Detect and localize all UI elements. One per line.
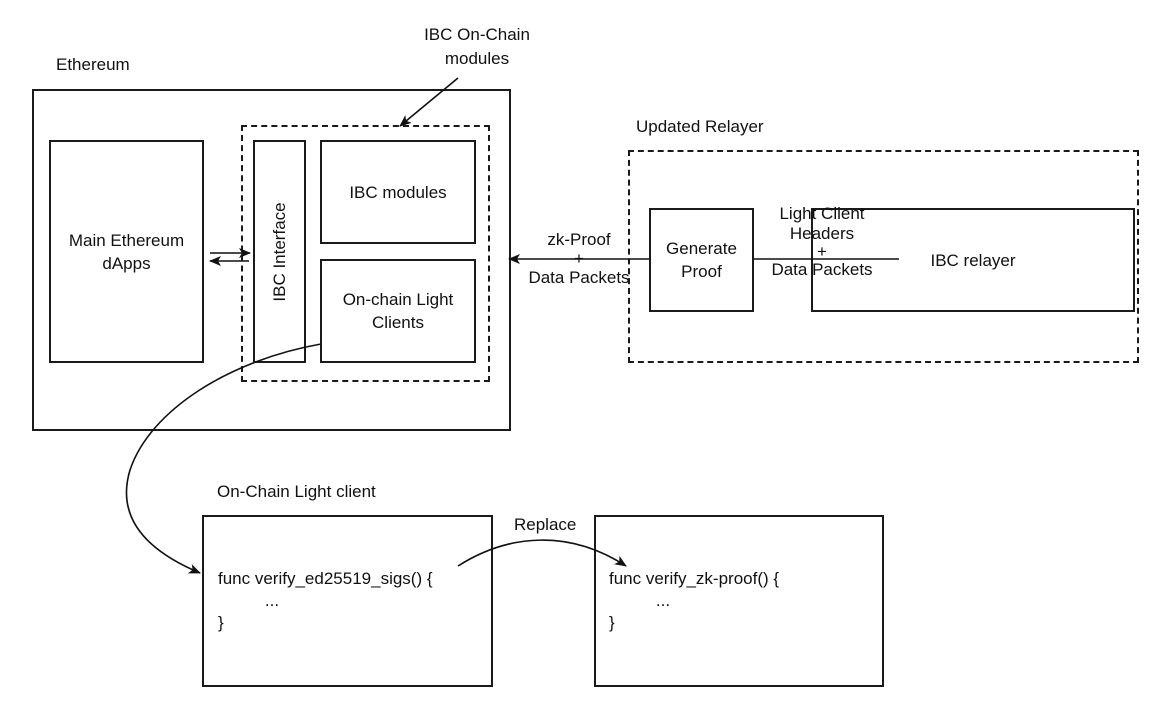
generate-proof-box: Generate Proof [649,208,754,312]
light-clients-label-line1: On-chain Light [342,290,454,309]
light-clients-label-line2: Clients [372,313,424,332]
headers-label-line2: Headers [789,224,855,243]
zk-label-line1: zk-Proof [547,230,611,249]
ibc-interface-box: IBC Interface [253,140,306,363]
ibc-relayer-label: IBC relayer [930,250,1016,270]
headers-label-plus: + [817,242,827,261]
zk-proof-label: zk-Proof + Data Packets [514,229,644,289]
ibc-interface-label: IBC Interface [269,201,289,302]
headers-label-line3: Data Packets [771,260,873,279]
onchain-light-clients-box: On-chain Light Clients [320,259,476,363]
ibc-onchain-label-line2: modules [444,49,510,68]
headers-label-line1: Light Client [779,204,865,223]
old-code-line-3: } [218,613,224,632]
new-code-line-1: func verify_zk-proof() { [609,569,780,588]
light-client-headers-label: Light Client Headers + Data Packets [762,204,882,280]
zk-label-plus: + [574,249,584,268]
ibc-onchain-modules-label: IBC On-Chain modules [412,23,542,71]
replace-label: Replace [514,515,577,534]
ethereum-title: Ethereum [56,55,130,74]
ibc-modules-box: IBC modules [320,140,476,244]
ibc-onchain-label-line1: IBC On-Chain [424,25,530,44]
old-code-line-1: func verify_ed25519_sigs() { [218,569,433,588]
dapps-label-line1: Main Ethereum [68,230,185,250]
old-code-block: func verify_ed25519_sigs() { ...} [218,567,433,634]
old-code-line-2: ... [246,591,280,610]
generate-proof-label-line2: Proof [681,262,722,281]
new-code-block: func verify_zk-proof() { ...} [609,567,779,634]
updated-relayer-title: Updated Relayer [636,117,764,136]
new-verify-function-box: func verify_zk-proof() { ...} [594,515,884,687]
ibc-modules-label: IBC modules [349,182,447,202]
ibc-relayer-box: IBC relayer [811,208,1135,312]
generate-proof-label-line1: Generate [666,239,737,258]
onchain-light-client-title: On-Chain Light client [217,482,376,501]
updated-relayer-group [628,150,1139,363]
new-code-line-3: } [609,613,615,632]
main-ethereum-dapps-box: Main Ethereum dApps [49,140,204,363]
zk-label-line2: Data Packets [528,268,630,287]
dapps-label-line2: dApps [102,253,151,273]
old-verify-function-box: func verify_ed25519_sigs() { ...} [202,515,493,687]
new-code-line-2: ... [637,591,671,610]
